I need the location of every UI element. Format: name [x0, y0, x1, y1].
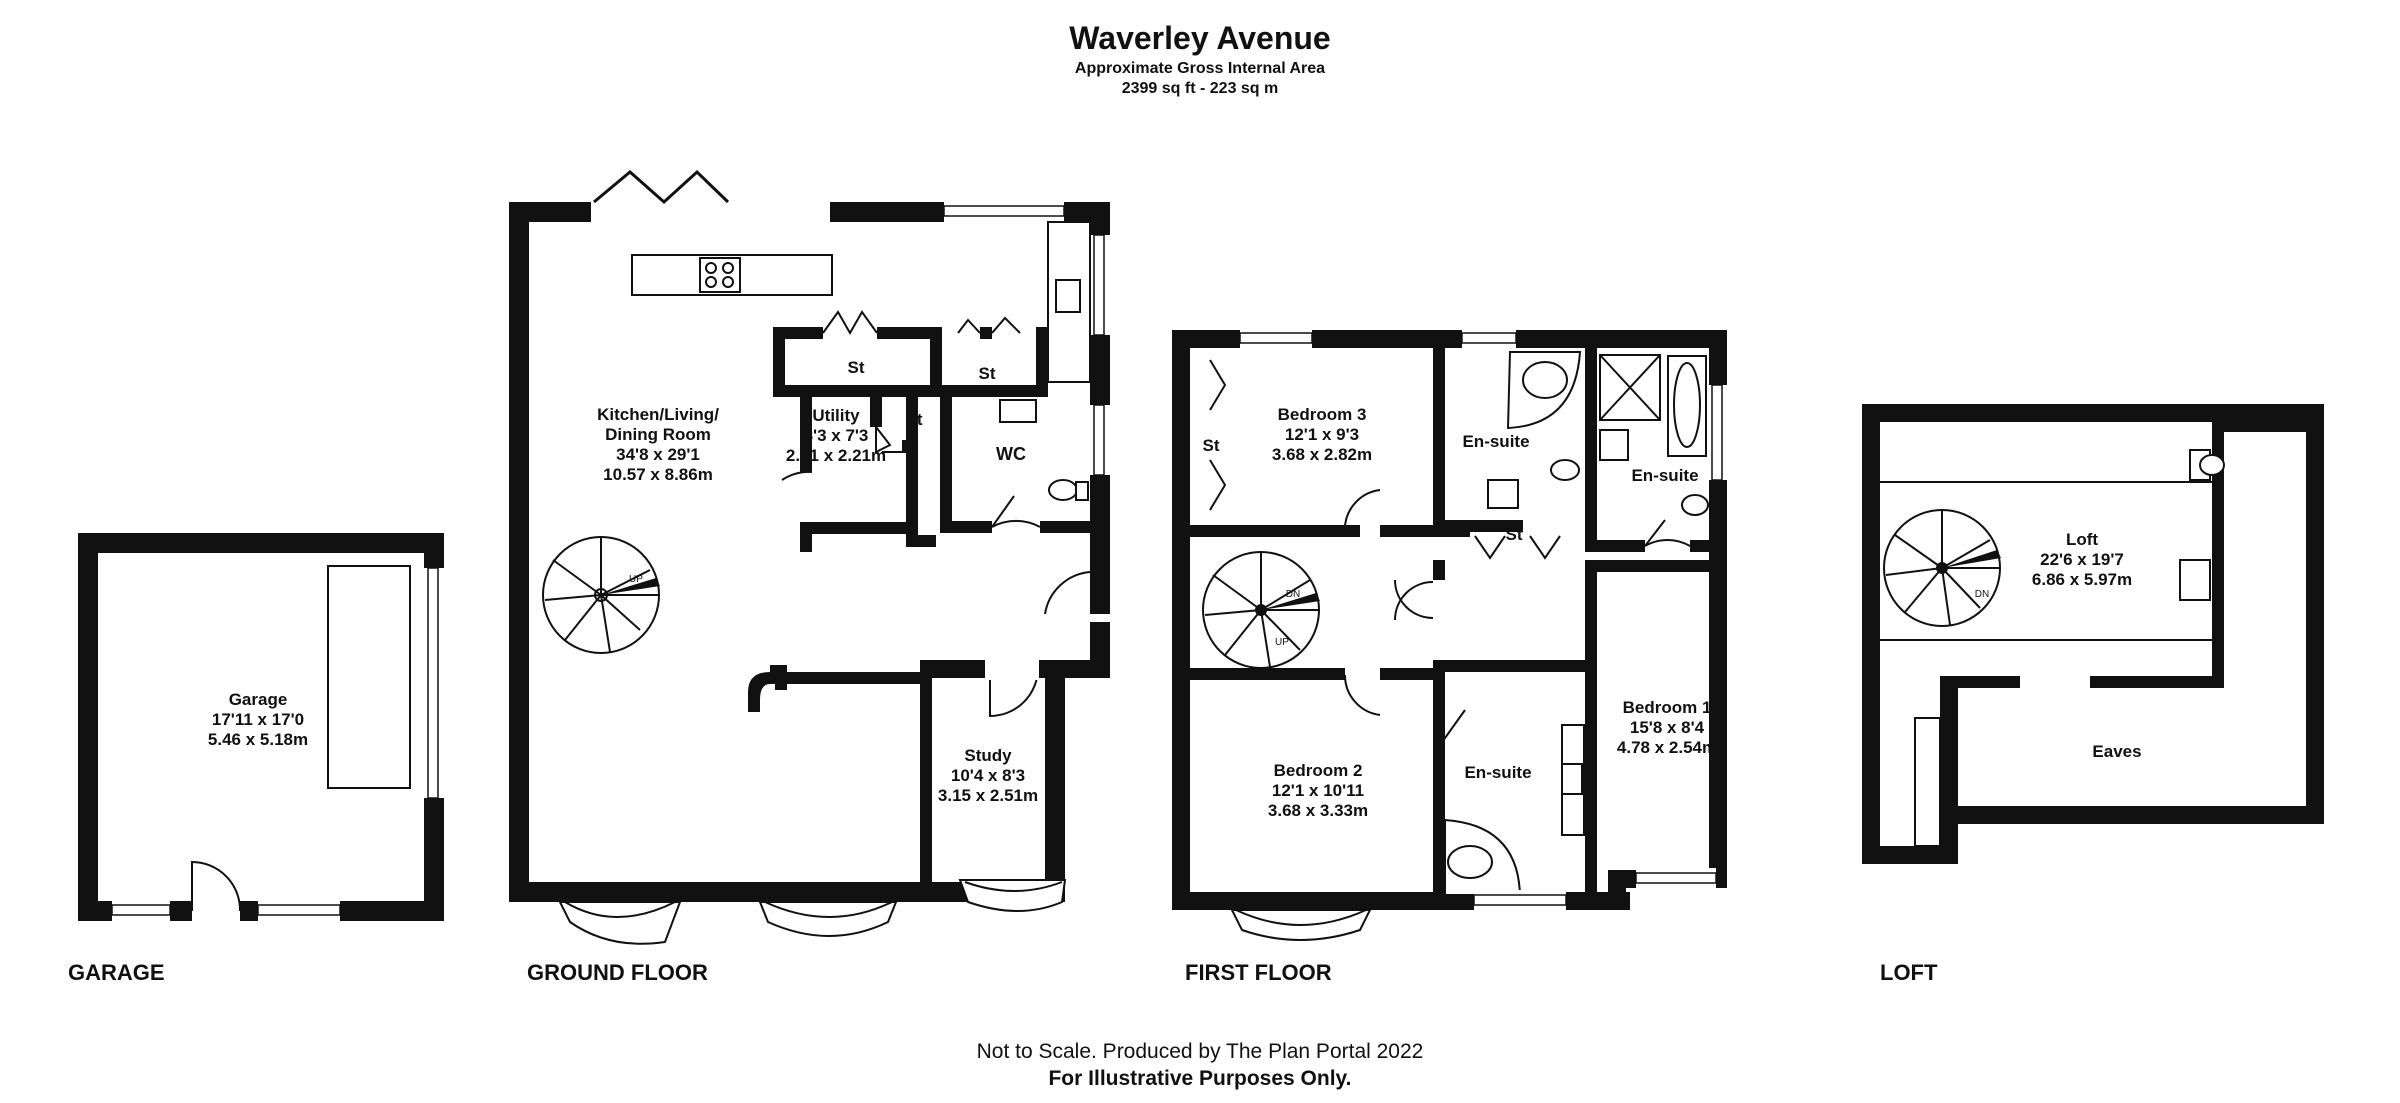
room-ensuite-bedroom-1: En-suite [1631, 466, 1698, 486]
plan-subtitle: Approximate Gross Internal Area [1074, 60, 1326, 77]
room-bedroom-2: Bedroom 2 12'1 x 10'11 3.68 x 3.33m [1268, 761, 1368, 821]
room-dimensions-imperial: 10'4 x 8'3 [950, 766, 1026, 785]
room-bedroom-1: Bedroom 1 15'8 x 8'4 4.78 x 2.54m [1617, 698, 1717, 758]
room-store-first-2: St [1506, 525, 1523, 545]
room-dimensions-metric: 10.57 x 8.86m [603, 465, 713, 484]
floor-label-loft: LOFT [1880, 960, 1938, 985]
room-dimensions-imperial: 15'8 x 8'4 [1629, 718, 1705, 737]
room-name: Bedroom 1 [1622, 698, 1712, 717]
room-name: St [978, 364, 996, 383]
room-name: St [847, 358, 865, 377]
garage-plan [78, 533, 446, 923]
stair-label-up: UP [629, 574, 643, 585]
room-dimensions-metric: 6.86 x 5.97m [2031, 570, 2133, 589]
room-name: Kitchen/Living/ [597, 405, 719, 424]
room-ensuite-bedroom-3: En-suite [1462, 432, 1529, 452]
room-dimensions-metric: 5.46 x 5.18m [207, 730, 309, 749]
room-dimensions-metric: 3.68 x 2.82m [1271, 445, 1373, 464]
room-kitchen: Kitchen/Living/ Dining Room 34'8 x 29'1 … [597, 405, 719, 485]
room-name: St [1505, 525, 1523, 544]
floor-label-garage: GARAGE [68, 960, 165, 985]
stair-label-up: UP [1275, 637, 1289, 648]
room-ensuite-bedroom-2: En-suite [1464, 763, 1531, 783]
ground-floor-plan [509, 169, 1112, 945]
room-dimensions-imperial: 12'1 x 10'11 [1271, 781, 1365, 800]
room-store-2: St [979, 364, 996, 384]
first-floor-plan [1172, 328, 1729, 941]
room-name: Study [964, 746, 1012, 765]
stair-label-down: DN [1974, 589, 1990, 600]
loft-plan [1862, 404, 2324, 864]
room-dimensions-metric: 3.15 x 2.51m [937, 786, 1039, 805]
room-name: Bedroom 3 [1277, 405, 1367, 424]
room-name: Eaves [2092, 742, 2142, 761]
floor-label-ground: GROUND FLOOR [527, 960, 708, 985]
room-store-3: St [906, 410, 923, 430]
room-utility: Utility 8'3 x 7'3 2.51 x 2.21m [786, 406, 886, 466]
room-name: En-suite [1462, 432, 1530, 451]
stair-label-down: DN [1285, 589, 1301, 600]
room-dimensions-imperial: 17'11 x 17'0 [211, 710, 305, 729]
room-name: Garage [228, 690, 288, 709]
room-garage: Garage 17'11 x 17'0 5.46 x 5.18m [208, 690, 308, 750]
room-dimensions-imperial: 8'3 x 7'3 [803, 426, 869, 445]
floor-label-first: FIRST FLOOR [1185, 960, 1332, 985]
room-name: Utility [812, 406, 860, 425]
plan-title: Waverley Avenue [1069, 20, 1331, 56]
room-name: En-suite [1631, 466, 1699, 485]
room-name: En-suite [1464, 763, 1532, 782]
room-dimensions-metric: 3.68 x 3.33m [1267, 801, 1369, 820]
footer-disclaimer: Not to Scale. Produced by The Plan Porta… [976, 1040, 1424, 1063]
room-store-first-1: St [1203, 436, 1220, 456]
room-wc: WC [996, 444, 1026, 464]
room-dimensions-metric: 4.78 x 2.54m [1616, 738, 1718, 757]
room-loft: Loft 22'6 x 19'7 6.86 x 5.97m [2032, 530, 2132, 590]
room-name: Loft [2065, 530, 2099, 549]
room-dimensions-metric: 2.51 x 2.21m [785, 446, 887, 465]
room-dimensions-imperial: 34'8 x 29'1 [616, 445, 700, 464]
room-name: St [1202, 436, 1220, 455]
room-eaves: Eaves [2092, 742, 2141, 762]
room-name: St [905, 410, 923, 429]
room-name: Bedroom 2 [1273, 761, 1363, 780]
footer-illustrative: For Illustrative Purposes Only. [1048, 1067, 1352, 1090]
room-dimensions-imperial: 12'1 x 9'3 [1284, 425, 1360, 444]
room-store-1: St [848, 358, 865, 378]
room-name-line2: Dining Room [605, 425, 711, 444]
room-dimensions-imperial: 22'6 x 19'7 [2040, 550, 2124, 569]
plan-area: 2399 sq ft - 223 sq m [1121, 80, 1279, 97]
room-study: Study 10'4 x 8'3 3.15 x 2.51m [938, 746, 1038, 806]
room-name: WC [996, 444, 1026, 464]
room-bedroom-3: Bedroom 3 12'1 x 9'3 3.68 x 2.82m [1272, 405, 1372, 465]
